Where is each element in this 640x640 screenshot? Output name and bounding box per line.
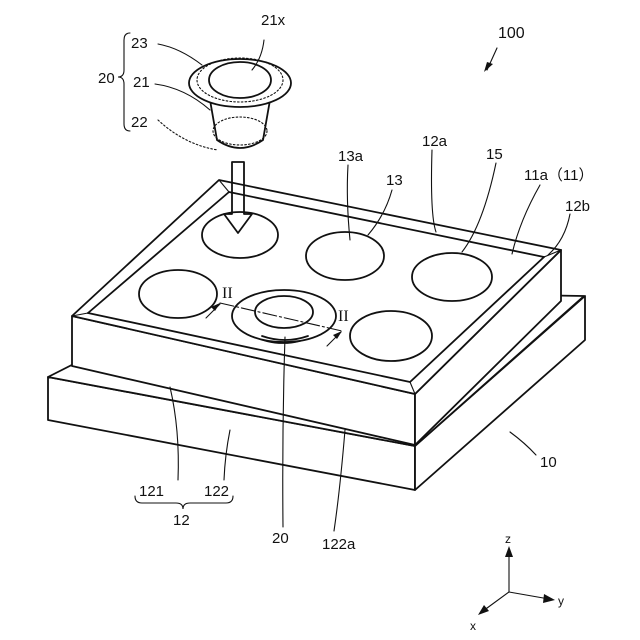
ref-20-bottom-label: 20 <box>272 530 289 547</box>
z-arrowhead <box>505 546 513 557</box>
ref-121-label: 121 <box>139 483 164 500</box>
x-arrowhead <box>478 605 489 615</box>
section-label-right: II <box>338 308 349 325</box>
ref-13-label: 13 <box>386 172 403 189</box>
ref-122-label: 122 <box>204 483 229 500</box>
section-label-left: II <box>222 285 233 302</box>
floating-container <box>189 58 291 148</box>
ref-12a-label: 12a <box>422 133 448 150</box>
ref-12-label: 12 <box>173 512 190 529</box>
ref-11a-label: 11a（11） <box>524 167 594 184</box>
ref-12b-label: 12b <box>565 198 590 215</box>
ref-21x-label: 21x <box>261 12 286 29</box>
axis-y-label: y <box>558 594 564 608</box>
ref-100-label: 100 <box>498 25 525 42</box>
axis-z-label: z <box>505 532 511 546</box>
ref-21-label: 21 <box>133 74 150 91</box>
ref-10-label: 10 <box>540 454 557 471</box>
ref-13a-label: 13a <box>338 148 364 165</box>
axis-x-label: x <box>470 619 476 633</box>
ref-22-label: 22 <box>131 114 148 131</box>
ref-20-group-label: 20 <box>98 70 115 87</box>
coordinate-axes: z y x <box>470 532 564 633</box>
seated-container <box>232 290 336 342</box>
ref-15-label: 15 <box>486 146 503 163</box>
y-arrowhead <box>543 594 555 603</box>
ref-122a-label: 122a <box>322 536 356 553</box>
ref-23-label: 23 <box>131 35 148 52</box>
